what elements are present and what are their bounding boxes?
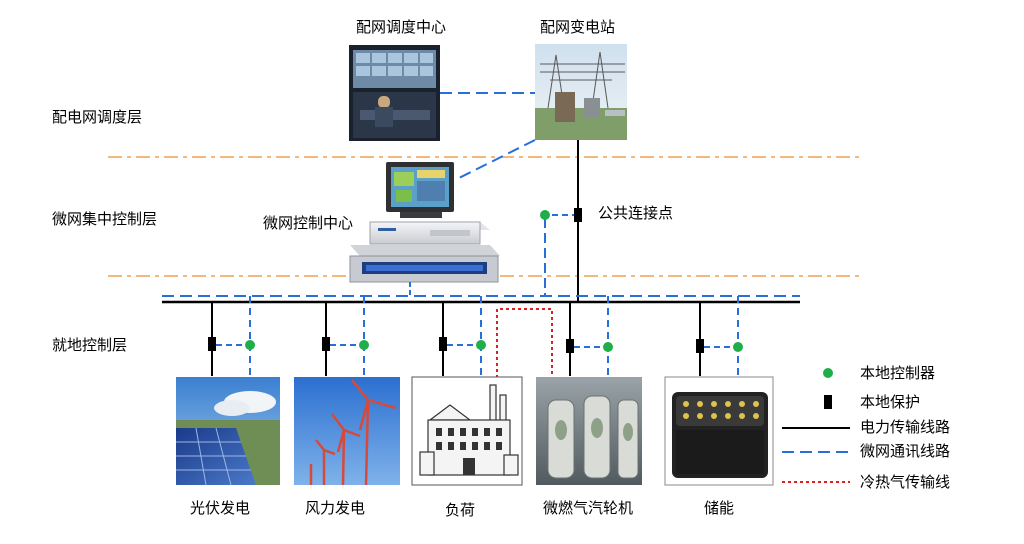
load-protection: [439, 337, 447, 351]
feeder-pv: [208, 296, 255, 376]
wind-image: [294, 377, 400, 486]
microturbine-image: [536, 377, 642, 485]
legend-heat-line-label: 冷热气传输线: [860, 473, 950, 491]
microgrid-server-1: [369, 221, 490, 245]
pcc-controller: [540, 210, 550, 220]
storage-controller: [733, 342, 743, 352]
wind-protection: [322, 337, 330, 351]
substation-image: [535, 44, 627, 140]
storage-image: [664, 376, 774, 486]
unit-label-storage: 储能: [704, 499, 734, 517]
legend: 本地控制器 本地保护 电力传输线路 微网通讯线路 冷热气传输线: [782, 364, 950, 491]
microgrid-center-label: 微网控制中心: [263, 214, 353, 232]
unit-label-pv: 光伏发电: [190, 499, 250, 517]
legend-power-line-label: 电力传输线路: [860, 418, 950, 436]
unit-label-wind: 风力发电: [305, 499, 365, 517]
layer-label-central: 微网集中控制层: [52, 210, 157, 228]
turbine-protection: [566, 339, 574, 353]
legend-comm-line-label: 微网通讯线路: [860, 442, 950, 460]
unit-label-microturbine: 微燃气汽轮机: [543, 499, 633, 517]
pv-controller: [245, 340, 255, 350]
layer-label-dispatch: 配电网调度层: [52, 108, 142, 126]
wind-controller: [359, 340, 369, 350]
microgrid-monitor: [386, 162, 454, 218]
feeder-storage: [696, 296, 743, 376]
heat-transmission-line: [496, 308, 553, 378]
unit-label-load: 负荷: [445, 501, 475, 519]
pcc-label: 公共连接点: [598, 204, 673, 222]
layer-label-local: 就地控制层: [52, 336, 127, 354]
legend-protection-label: 本地保护: [860, 393, 920, 411]
pv-image: [176, 377, 280, 486]
feeder-load: [439, 296, 486, 376]
dispatch-center-image: [349, 45, 440, 141]
pv-protection: [208, 337, 216, 351]
legend-controller-icon: [823, 368, 833, 378]
legend-controller-label: 本地控制器: [860, 364, 935, 382]
microgrid-server-2: [349, 245, 500, 283]
load-image: [411, 376, 523, 486]
substation-label: 配网变电站: [540, 18, 615, 36]
feeder-microturbine: [566, 296, 613, 376]
load-controller: [476, 340, 486, 350]
feeder-wind: [322, 296, 369, 376]
legend-protection-icon: [824, 395, 832, 409]
turbine-controller: [603, 342, 613, 352]
dispatch-center-label: 配网调度中心: [356, 18, 446, 36]
comm-substation-microgrid: [454, 139, 536, 181]
pcc-protection: [574, 208, 582, 222]
storage-protection: [696, 339, 704, 353]
